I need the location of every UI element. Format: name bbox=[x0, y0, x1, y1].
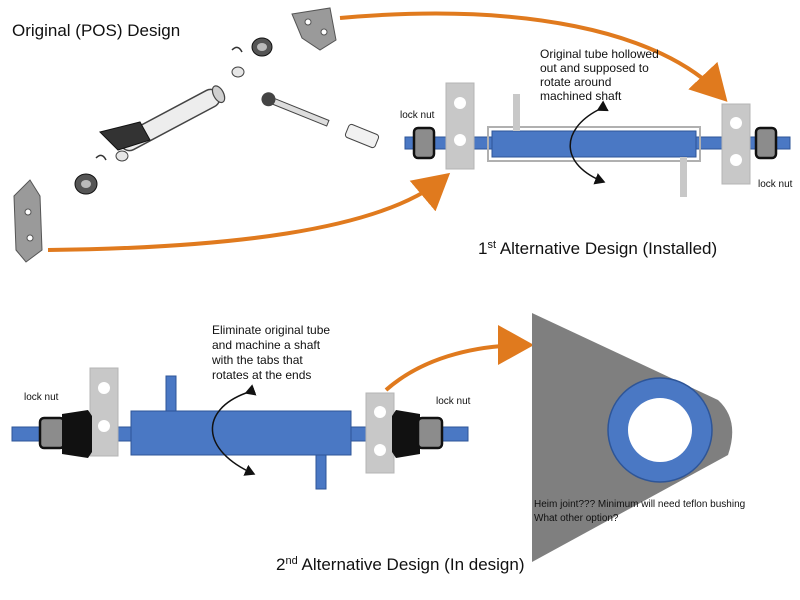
alt2-title-number: 2 bbox=[276, 555, 285, 574]
arrow-to-right-tab bbox=[339, 11, 728, 102]
alt2-note: Eliminate original tube and machine a sh… bbox=[211, 323, 333, 382]
alt1-lock-nut-right-label: lock nut bbox=[758, 179, 793, 190]
alt2-assembly bbox=[11, 367, 469, 490]
alt2-left-tab-hole-1 bbox=[98, 382, 110, 394]
alt2-note-line: and machine a shaft bbox=[212, 338, 321, 352]
alt1-right-tab-hole-2 bbox=[730, 154, 742, 166]
alt2-lock-nut-left bbox=[38, 416, 66, 450]
bracket-left bbox=[13, 179, 43, 263]
bushing-top bbox=[231, 66, 245, 78]
alt1-lock-nut-left-label: lock nut bbox=[400, 110, 435, 121]
alt1-title-text: Alternative Design (Installed) bbox=[496, 239, 717, 258]
original-exploded-assembly bbox=[13, 7, 380, 263]
alt2-note-line: with the tabs that bbox=[211, 353, 303, 367]
original-design-title: Original (POS) Design bbox=[12, 21, 180, 40]
alt2-shaft-body bbox=[130, 410, 352, 456]
alt1-right-tab bbox=[721, 103, 751, 185]
alt2-bushing-left bbox=[62, 410, 92, 458]
tie-rod bbox=[261, 92, 330, 127]
alt2-right-tab bbox=[365, 392, 395, 474]
alt1-left-tab-hole-2 bbox=[454, 134, 466, 146]
alt1-title-number: 1 bbox=[478, 239, 487, 258]
alt2-lock-nut-right-label: lock nut bbox=[436, 396, 471, 407]
lever-arm bbox=[99, 121, 151, 151]
alt2-lock-nut-left-label: lock nut bbox=[24, 392, 59, 403]
alt1-tube-tab-bottom bbox=[680, 157, 687, 197]
bushing-bottom bbox=[115, 150, 129, 162]
detail-note: Heim joint??? Minimum will need teflon b… bbox=[534, 499, 748, 524]
spring-top bbox=[251, 37, 273, 57]
alt1-lock-nut-left bbox=[412, 126, 436, 160]
alt2-bushing-right bbox=[392, 410, 420, 458]
alt1-note-line: out and supposed to bbox=[540, 61, 649, 75]
heim-joint-detail bbox=[532, 313, 733, 562]
alt1-lock-nut-right bbox=[754, 126, 778, 160]
alt2-right-tab-hole-2 bbox=[374, 444, 386, 456]
alt1-right-tab-hole-1 bbox=[730, 117, 742, 129]
alt1-note: Original tube hollowed out and supposed … bbox=[540, 47, 662, 103]
clip-bottom bbox=[95, 154, 107, 161]
arrow-to-detail bbox=[384, 325, 534, 392]
alt2-body-tab-bottom bbox=[315, 454, 327, 490]
alt2-left-tab bbox=[89, 367, 119, 457]
alt2-left-tab-hole-2 bbox=[98, 420, 110, 432]
detail-note-line: What other option? bbox=[534, 513, 619, 524]
alt2-rotation-arrow bbox=[211, 384, 257, 476]
detail-note-line: Heim joint??? Minimum will need teflon b… bbox=[534, 499, 745, 510]
alt1-tube bbox=[491, 130, 697, 158]
alt1-title: 1st Alternative Design (Installed) bbox=[478, 239, 717, 258]
alt2-title: 2nd Alternative Design (In design) bbox=[276, 555, 525, 574]
alt2-right-tab-hole-1 bbox=[374, 406, 386, 418]
alt1-left-tab-hole-1 bbox=[454, 97, 466, 109]
alt1-note-line: machined shaft bbox=[540, 89, 622, 103]
alt2-note-line: Eliminate original tube bbox=[212, 323, 330, 337]
alt2-title-ordinal: nd bbox=[285, 555, 297, 567]
detail-bore bbox=[628, 398, 692, 462]
alt2-title-text: Alternative Design (In design) bbox=[298, 555, 525, 574]
alt1-left-tab bbox=[445, 82, 475, 170]
arrow-to-left-tab bbox=[47, 172, 451, 252]
clip-top bbox=[231, 46, 243, 53]
spring-bottom bbox=[74, 173, 98, 195]
alt1-rotation-arrow bbox=[569, 100, 609, 185]
alt2-body-tab-top bbox=[165, 375, 177, 412]
alt1-note-line: Original tube hollowed bbox=[540, 47, 659, 61]
adjuster-sleeve bbox=[344, 123, 380, 149]
alt1-title-ordinal: st bbox=[487, 239, 496, 251]
alt1-note-line: rotate around bbox=[540, 75, 611, 89]
bracket-top bbox=[291, 7, 337, 51]
alt2-lock-nut-right bbox=[416, 416, 444, 450]
alt1-tube-tab-top bbox=[513, 94, 520, 131]
alt1-assembly bbox=[404, 82, 791, 197]
alt2-note-line: rotates at the ends bbox=[212, 368, 311, 382]
